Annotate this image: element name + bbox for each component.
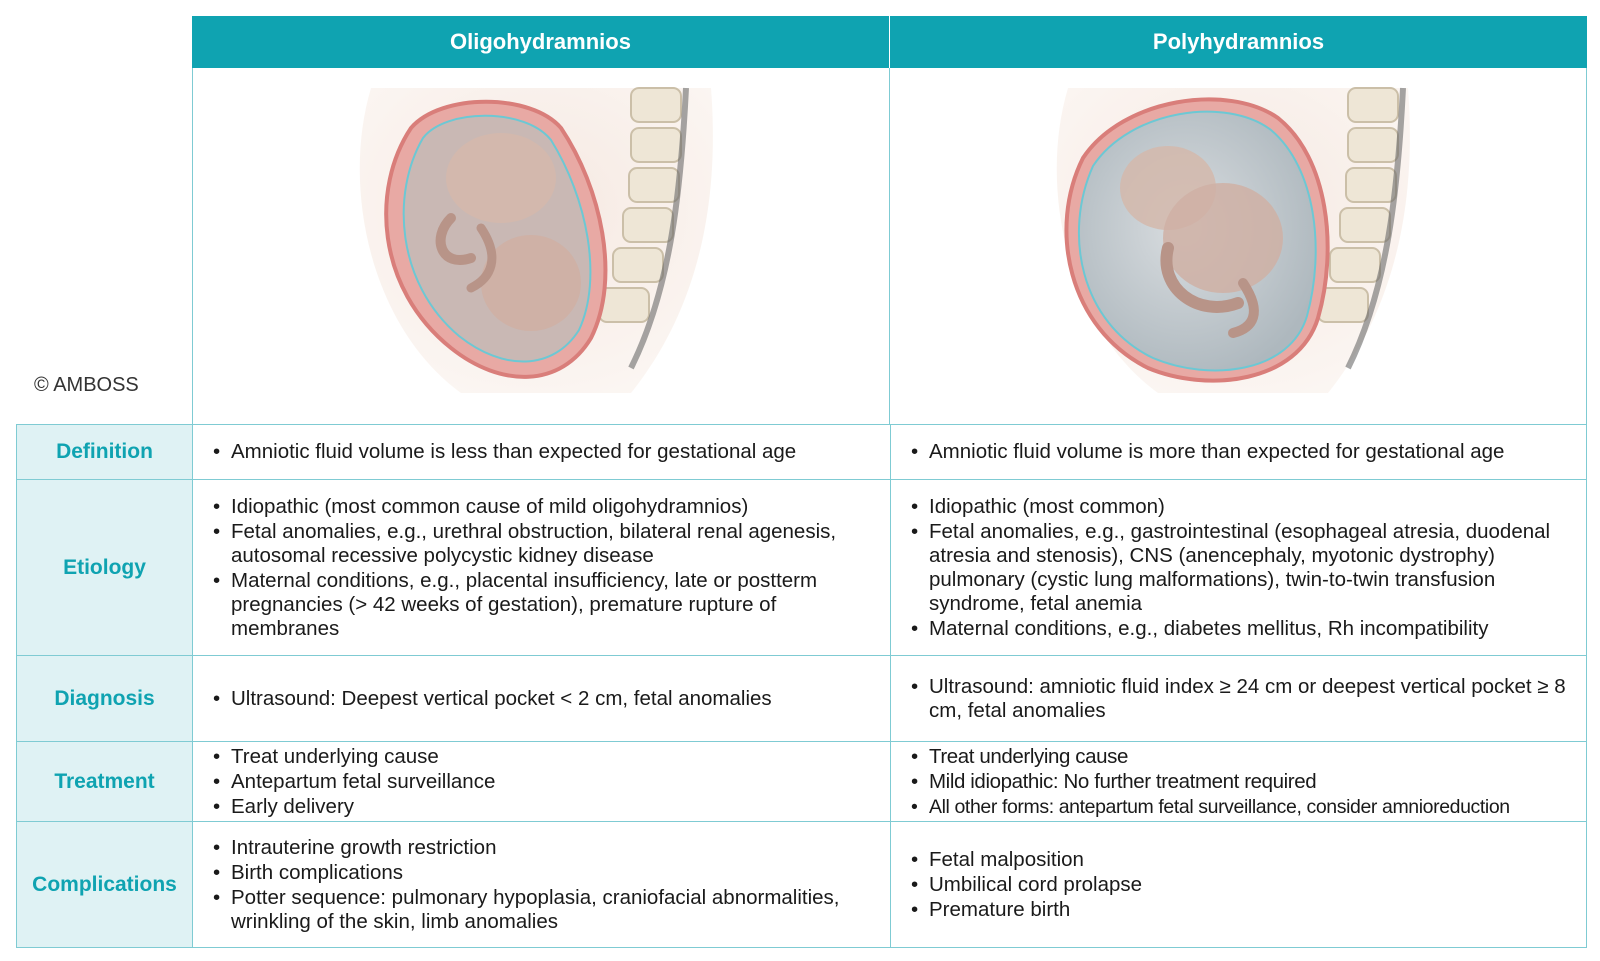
list-item: All other forms: antepartum fetal survei… — [911, 795, 1578, 819]
copyright-text: © AMBOSS — [34, 374, 139, 396]
list-item: Early delivery — [213, 795, 880, 819]
cell-definition-poly: Amniotic fluid volume is more than expec… — [891, 425, 1588, 479]
cell-treatment-poly: Treat underlying cause Mild idiopathic: … — [891, 742, 1588, 821]
header-polyhydramnios: Polyhydramnios — [890, 16, 1587, 68]
illustration-oligohydramnios — [192, 68, 890, 424]
header-divider — [889, 16, 890, 68]
list-item: Fetal anomalies, e.g., gastrointestinal … — [911, 520, 1578, 616]
cell-treatment-oligo: Treat underlying cause Antepartum fetal … — [193, 742, 891, 821]
cell-complications-oligo: Intrauterine growth restriction Birth co… — [193, 822, 891, 947]
list-item: Treat underlying cause — [213, 745, 880, 769]
row-label-definition: Definition — [17, 425, 193, 479]
list-item: Mild idiopathic: No further treatment re… — [911, 770, 1578, 794]
list-etiology-oligo: Idiopathic (most common cause of mild ol… — [213, 494, 880, 642]
list-diagnosis-oligo: Ultrasound: Deepest vertical pocket < 2 … — [213, 686, 880, 712]
row-complications: Complications Intrauterine growth restri… — [16, 822, 1587, 948]
list-item: Intrauterine growth restriction — [213, 836, 880, 860]
cell-etiology-poly: Idiopathic (most common) Fetal anomalies… — [891, 480, 1588, 655]
row-etiology: Etiology Idiopathic (most common cause o… — [16, 480, 1587, 656]
header-oligohydramnios: Oligohydramnios — [192, 16, 889, 68]
list-item: Ultrasound: amniotic fluid index ≥ 24 cm… — [911, 675, 1578, 723]
list-treatment-poly: Treat underlying cause Mild idiopathic: … — [911, 744, 1578, 820]
list-item: Birth complications — [213, 861, 880, 885]
row-definition: Definition Amniotic fluid volume is less… — [16, 424, 1587, 480]
list-item: Maternal conditions, e.g., placental ins… — [213, 569, 880, 641]
list-definition-poly: Amniotic fluid volume is more than expec… — [911, 439, 1578, 465]
list-item: Treat underlying cause — [911, 745, 1578, 769]
list-item: Maternal conditions, e.g., diabetes mell… — [911, 617, 1578, 641]
row-label-treatment: Treatment — [17, 742, 193, 821]
illustration-polyhydramnios — [889, 68, 1587, 424]
cell-etiology-oligo: Idiopathic (most common cause of mild ol… — [193, 480, 891, 655]
list-item: Fetal anomalies, e.g., urethral obstruct… — [213, 520, 880, 568]
list-definition-oligo: Amniotic fluid volume is less than expec… — [213, 439, 880, 465]
list-item: Amniotic fluid volume is more than expec… — [911, 440, 1578, 464]
cell-definition-oligo: Amniotic fluid volume is less than expec… — [193, 425, 891, 479]
list-complications-oligo: Intrauterine growth restriction Birth co… — [213, 835, 880, 935]
uterus-polyhydramnios-illustration — [1056, 87, 1410, 393]
cell-diagnosis-oligo: Ultrasound: Deepest vertical pocket < 2 … — [193, 656, 891, 741]
list-diagnosis-poly: Ultrasound: amniotic fluid index ≥ 24 cm… — [911, 674, 1578, 724]
row-treatment: Treatment Treat underlying cause Antepar… — [16, 742, 1587, 822]
cell-complications-poly: Fetal malposition Umbilical cord prolaps… — [891, 822, 1588, 947]
list-item: Idiopathic (most common) — [911, 495, 1578, 519]
list-item: Premature birth — [911, 898, 1578, 922]
row-label-diagnosis: Diagnosis — [17, 656, 193, 741]
list-item: Ultrasound: Deepest vertical pocket < 2 … — [213, 687, 880, 711]
row-diagnosis: Diagnosis Ultrasound: Deepest vertical p… — [16, 656, 1587, 742]
list-item: Idiopathic (most common cause of mild ol… — [213, 495, 880, 519]
list-treatment-oligo: Treat underlying cause Antepartum fetal … — [213, 744, 880, 820]
list-item: Umbilical cord prolapse — [911, 873, 1578, 897]
row-label-complications: Complications — [17, 822, 193, 947]
list-complications-poly: Fetal malposition Umbilical cord prolaps… — [911, 847, 1578, 923]
list-item: Potter sequence: pulmonary hypoplasia, c… — [213, 886, 880, 934]
list-item: Fetal malposition — [911, 848, 1578, 872]
row-label-etiology: Etiology — [17, 480, 193, 655]
list-etiology-poly: Idiopathic (most common) Fetal anomalies… — [911, 494, 1578, 642]
uterus-oligohydramnios-illustration — [359, 87, 713, 393]
list-item: Amniotic fluid volume is less than expec… — [213, 440, 880, 464]
list-item: Antepartum fetal surveillance — [213, 770, 880, 794]
cell-diagnosis-poly: Ultrasound: amniotic fluid index ≥ 24 cm… — [891, 656, 1588, 741]
